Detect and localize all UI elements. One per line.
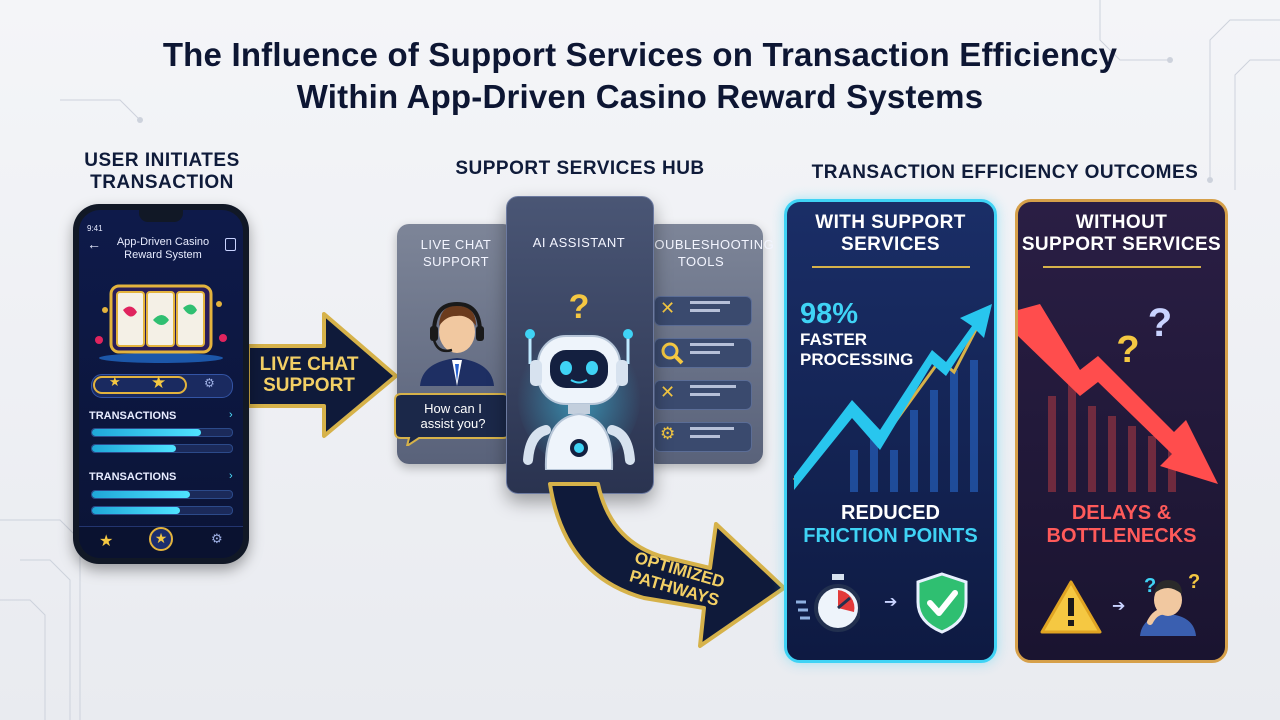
transactions-label-1: TRANSACTIONS bbox=[89, 410, 177, 422]
chat-bubble-text: How can I assist you? bbox=[420, 401, 486, 431]
warning-icon bbox=[1040, 580, 1102, 634]
with-support-divider bbox=[812, 266, 970, 268]
wrench-icon: ✕ bbox=[660, 298, 676, 319]
chevron-right-icon[interactable]: › bbox=[229, 409, 233, 421]
nav-rewards-icon[interactable]: ★ bbox=[149, 527, 173, 551]
transaction-progress-1 bbox=[91, 428, 233, 437]
title-line-2: Within App-Driven Casino Reward Systems bbox=[296, 78, 984, 115]
nav-star-icon[interactable]: ★ bbox=[99, 531, 114, 550]
card-troubleshooting-label: TROUBLESHOOTING TOOLS bbox=[636, 237, 775, 269]
nav-profile-icon[interactable]: ⚙ bbox=[211, 532, 223, 547]
svg-text:?: ? bbox=[569, 288, 590, 326]
phone-notch bbox=[139, 210, 183, 222]
svg-text:?: ? bbox=[1148, 301, 1172, 345]
arrow-optimized-pathways bbox=[548, 482, 786, 648]
svg-text:?: ? bbox=[1188, 571, 1200, 593]
star-icon-large: ★ bbox=[151, 373, 167, 393]
chevron-right-icon-2[interactable]: › bbox=[229, 470, 233, 482]
shield-check-icon bbox=[916, 572, 968, 634]
transaction-progress-2-fill bbox=[92, 445, 176, 452]
with-support-stat-label: FASTER PROCESSING bbox=[800, 330, 914, 369]
settings-icon: ⚙ bbox=[660, 424, 676, 444]
transaction-progress-4-fill bbox=[92, 507, 181, 514]
app-title: App-Driven Casino Reward System bbox=[116, 236, 210, 261]
section-title-outcomes: TRANSACTION EFFICIENCY OUTCOMES bbox=[811, 162, 1199, 183]
star-icon: ★ bbox=[109, 375, 121, 390]
transaction-progress-1-fill bbox=[92, 429, 202, 436]
slot-machine-icon bbox=[95, 284, 227, 363]
tool-lines bbox=[690, 301, 744, 317]
transaction-progress-4 bbox=[91, 506, 233, 515]
transaction-progress-3 bbox=[91, 490, 233, 499]
svg-text:?: ? bbox=[1144, 575, 1156, 597]
stopwatch-icon bbox=[796, 574, 860, 632]
tool-lines-4 bbox=[690, 427, 744, 443]
with-support-result-1: REDUCED bbox=[841, 502, 940, 524]
with-support-result-2: FRICTION POINTS bbox=[803, 525, 978, 547]
trend-up-icon bbox=[792, 304, 992, 492]
phone-mockup: 9:41 ← App-Driven Casino Reward System ★… bbox=[73, 204, 249, 564]
reward-tab-strip[interactable] bbox=[91, 374, 233, 398]
without-support-title: WITHOUT SUPPORT SERVICES bbox=[1021, 212, 1222, 255]
gift-icon: ⚙ bbox=[204, 376, 215, 390]
trend-down-icon: ? ? bbox=[1018, 301, 1218, 492]
page-title: The Influence of Support Services on Tra… bbox=[0, 34, 1280, 118]
section-title-hub: SUPPORT SERVICES HUB bbox=[455, 158, 705, 179]
robot-icon: ? bbox=[517, 288, 641, 470]
transaction-progress-3-fill bbox=[92, 491, 190, 498]
tool-lines-3 bbox=[690, 385, 744, 401]
with-support-title: WITH SUPPORT SERVICES bbox=[815, 212, 966, 255]
with-support-stat: 98% bbox=[800, 298, 859, 330]
confused-person-icon: ? ? bbox=[1140, 571, 1200, 636]
without-support-result-1: DELAYS & bbox=[1071, 502, 1172, 524]
tool-lines-2 bbox=[690, 343, 744, 359]
card-ai-assistant-label: AI ASSISTANT bbox=[532, 235, 626, 250]
transaction-progress-2 bbox=[91, 444, 233, 453]
menu-icon[interactable] bbox=[225, 238, 236, 251]
svg-text:?: ? bbox=[1116, 329, 1139, 371]
back-arrow-icon[interactable]: ← bbox=[87, 236, 101, 252]
arrow-live-chat bbox=[246, 312, 398, 438]
wrench-icon-2: ✕ bbox=[660, 382, 676, 403]
magnifier-icon bbox=[661, 342, 684, 365]
status-time: 9:41 bbox=[87, 224, 103, 233]
without-support-divider bbox=[1043, 266, 1201, 268]
section-title-user: USER INITIATES TRANSACTION bbox=[84, 150, 240, 193]
transactions-label-2: TRANSACTIONS bbox=[89, 471, 177, 483]
phone-screen: 9:41 ← App-Driven Casino Reward System ★… bbox=[79, 210, 243, 558]
card-live-chat-label: LIVE CHAT SUPPORT bbox=[420, 237, 492, 269]
flow-arrow-icon-2: ➔ bbox=[1112, 596, 1126, 615]
flow-arrow-icon: ➔ bbox=[884, 592, 898, 611]
without-support-result-2: BOTTLENECKS bbox=[1046, 525, 1197, 547]
title-line-1: The Influence of Support Services on Tra… bbox=[162, 36, 1118, 73]
headset-agent-icon bbox=[420, 301, 494, 386]
arrow-live-chat-label: LIVE CHAT SUPPORT bbox=[259, 354, 359, 396]
reward-tab-selected[interactable] bbox=[93, 376, 187, 394]
